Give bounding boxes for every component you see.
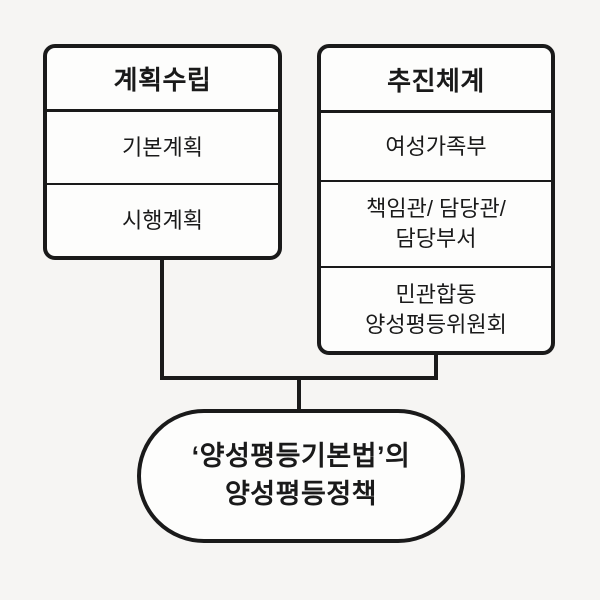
promotion-system-box: 추진체계 여성가족부 책임관/ 담당관/ 담당부서 민관합동 양성평등위원회 [317,44,555,355]
row-responsible-officers: 책임관/ 담당관/ 담당부서 [321,182,551,268]
row-basic-plan: 기본계획 [47,112,278,185]
plan-establishment-title: 계획수립 [47,48,278,112]
promotion-system-title: 추진체계 [321,48,551,113]
row-ministry-gender-equality-family: 여성가족부 [321,113,551,182]
row-implementation-plan: 시행계획 [122,207,203,233]
plan-establishment-box: 계획수립 기본계획 시행계획 [43,44,282,260]
connector-right-vertical [434,351,438,380]
connector-left-vertical [160,256,164,380]
row-public-private-committee: 민관합동 양성평등위원회 [365,281,507,337]
gender-equality-policy-pill: ‘양성평등기본법’의 양성평등정책 [137,409,465,543]
connector-center-vertical [297,376,301,413]
